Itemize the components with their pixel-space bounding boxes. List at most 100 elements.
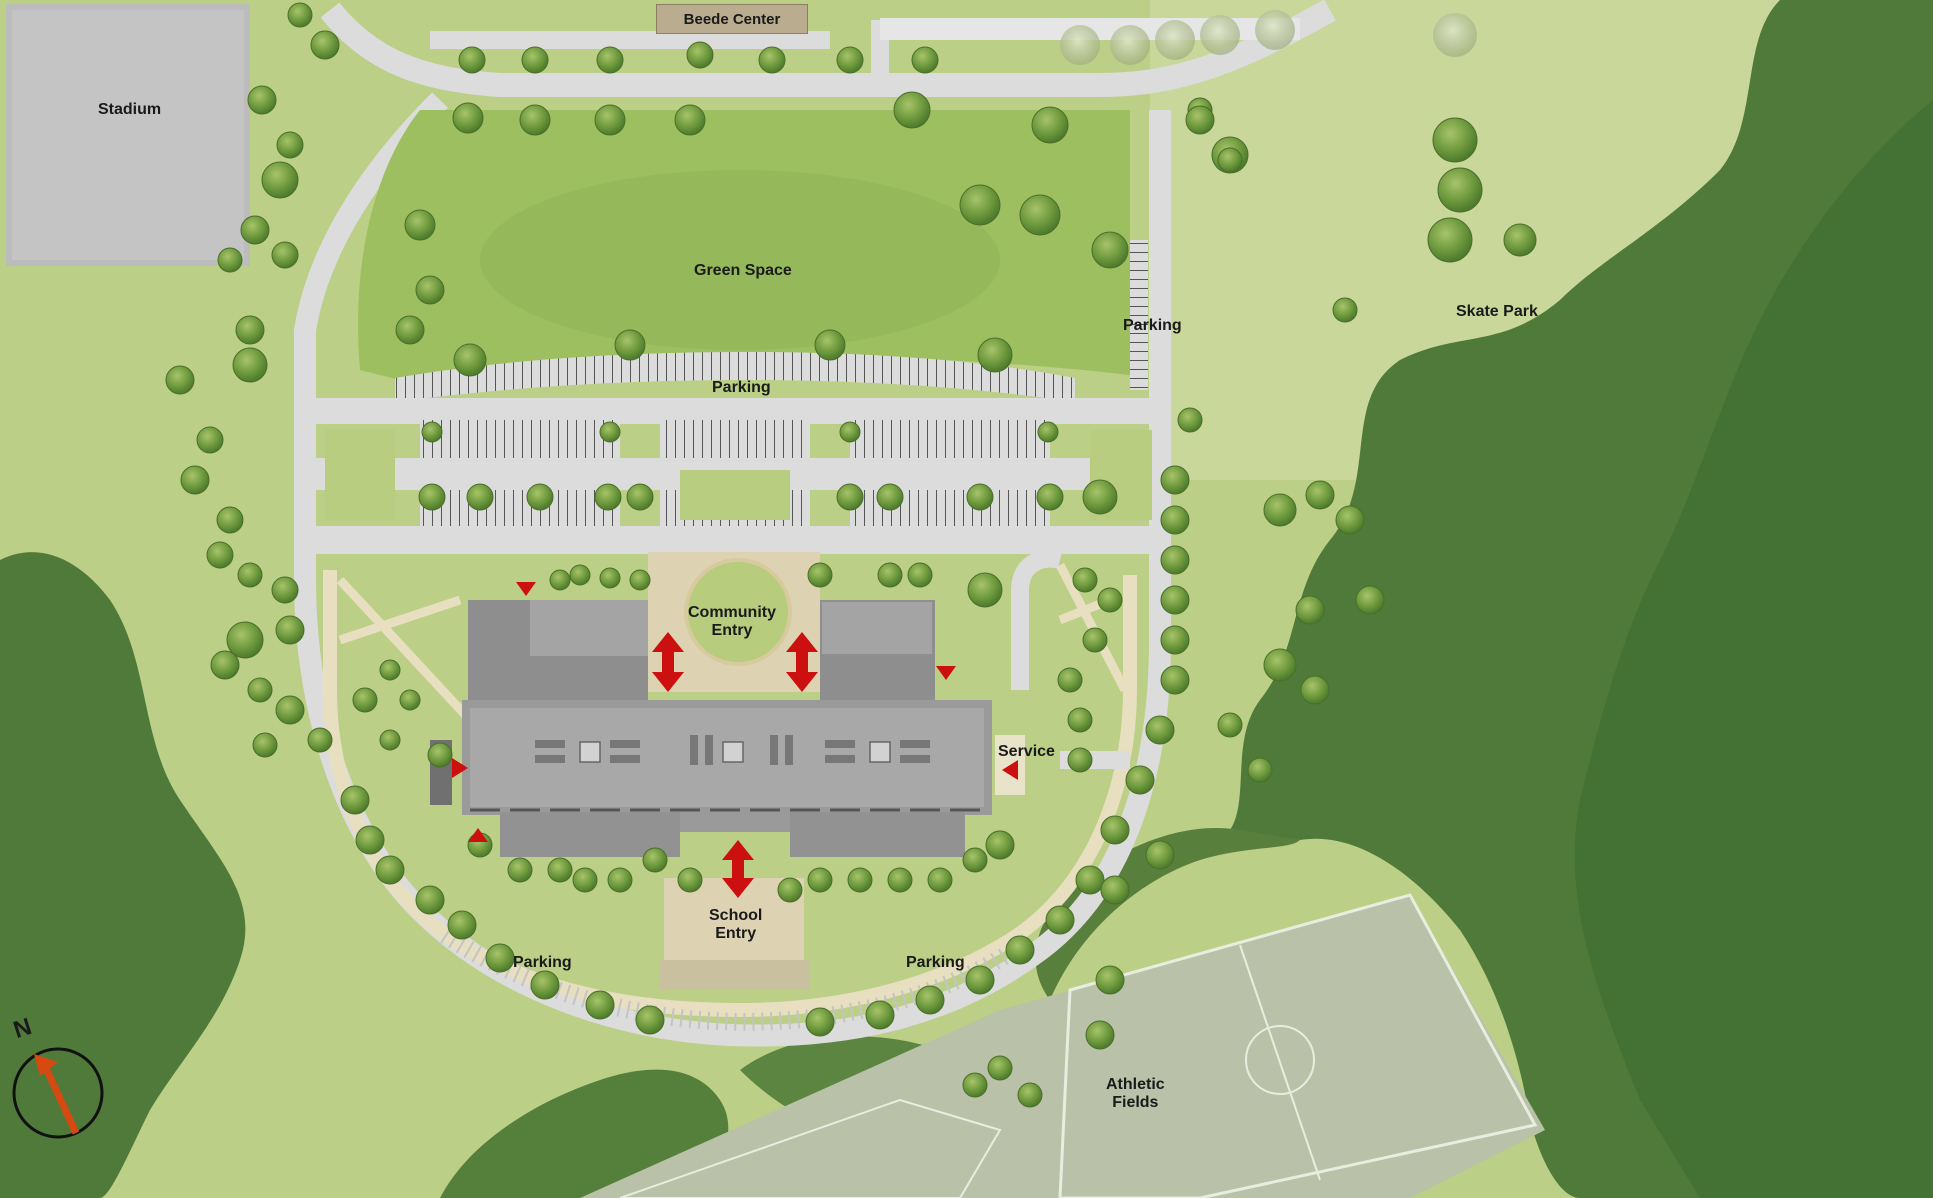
tree	[962, 1072, 988, 1098]
tree	[987, 1055, 1013, 1081]
tree	[1160, 505, 1190, 535]
tree	[1005, 935, 1035, 965]
tree	[237, 562, 263, 588]
tree	[1017, 1082, 1043, 1108]
tree	[686, 41, 714, 69]
tree	[1160, 665, 1190, 695]
tree	[275, 695, 305, 725]
tree	[1437, 167, 1483, 213]
tree	[1095, 965, 1125, 995]
community-entry-arrow-east	[786, 632, 818, 692]
tree	[1045, 905, 1075, 935]
tree	[1160, 545, 1190, 575]
tree	[1503, 223, 1537, 257]
entry-arrows	[452, 582, 1018, 898]
entry-marker-service	[1002, 760, 1018, 780]
tree	[585, 990, 615, 1020]
tree	[275, 615, 305, 645]
tree	[1263, 648, 1297, 682]
tree	[216, 506, 244, 534]
tree	[453, 343, 487, 377]
community-entry-line1: Community	[688, 604, 776, 621]
tree	[206, 541, 234, 569]
road-north	[320, 0, 1336, 97]
tree	[1160, 465, 1190, 495]
school-entry-arrow	[722, 840, 754, 898]
roof-details	[535, 735, 930, 765]
tree	[180, 465, 210, 495]
tree	[967, 572, 1003, 608]
tree-existing	[1255, 10, 1295, 50]
tree	[1332, 297, 1358, 323]
tree	[310, 30, 340, 60]
tree	[1305, 480, 1335, 510]
parking-north-curve	[395, 352, 1075, 402]
entry-marker-southwest	[468, 828, 488, 842]
tree	[607, 867, 633, 893]
tree	[1355, 585, 1385, 615]
tree	[807, 867, 833, 893]
tree	[839, 421, 861, 443]
tree	[271, 241, 299, 269]
tree	[1335, 505, 1365, 535]
tree	[907, 562, 933, 588]
tree	[596, 46, 624, 74]
tree	[1177, 407, 1203, 433]
tree	[1091, 231, 1129, 269]
tree	[927, 867, 953, 893]
tree	[569, 564, 591, 586]
tree	[1300, 675, 1330, 705]
community-lawn-circle	[684, 558, 792, 666]
tree	[1100, 815, 1130, 845]
green-space-label: Green Space	[694, 262, 792, 279]
skate-park-label: Skate Park	[1456, 303, 1538, 320]
stadium-field-inner	[12, 10, 244, 260]
parking-east-label: Parking	[1123, 317, 1182, 334]
tree	[1145, 840, 1175, 870]
tree	[911, 46, 939, 74]
tree	[1097, 587, 1123, 613]
tree	[395, 315, 425, 345]
trees	[165, 2, 1537, 1108]
tree	[521, 46, 549, 74]
tree	[415, 275, 445, 305]
tree	[1160, 625, 1190, 655]
tree	[307, 727, 333, 753]
road-west	[294, 92, 1171, 1047]
tree	[210, 650, 240, 680]
tree	[421, 421, 443, 443]
tree	[629, 569, 651, 591]
tree	[530, 970, 560, 1000]
north-arrow-icon	[12, 1047, 104, 1139]
tree	[1263, 493, 1297, 527]
tree	[758, 46, 786, 74]
tree	[1217, 712, 1243, 738]
community-entry-arrow-west	[652, 632, 684, 692]
tree	[865, 1000, 895, 1030]
tree-existing	[1200, 15, 1240, 55]
tree	[287, 2, 313, 28]
athletic-fields-label: Athletic Fields	[1106, 1076, 1165, 1113]
tree	[1217, 147, 1243, 173]
tree	[965, 965, 995, 995]
tree-existing	[1060, 25, 1100, 65]
roof-skylights	[579, 741, 891, 763]
tree	[814, 329, 846, 361]
parking-east	[1130, 240, 1148, 390]
tree	[1036, 483, 1064, 511]
tree-existing	[1155, 20, 1195, 60]
athletic-fields-line1: Athletic	[1106, 1076, 1165, 1093]
tree	[549, 569, 571, 591]
tree	[915, 985, 945, 1015]
community-entry-line2: Entry	[711, 622, 753, 640]
athletic-fields-line2: Fields	[1112, 1094, 1159, 1112]
tree	[1145, 715, 1175, 745]
tree	[777, 877, 803, 903]
walkway-diag-west	[336, 576, 474, 724]
stadium-label: Stadium	[98, 101, 162, 118]
tree	[340, 785, 370, 815]
beede-center-text: Beede Center	[683, 10, 781, 28]
tree	[1082, 479, 1118, 515]
tree	[1082, 627, 1108, 653]
